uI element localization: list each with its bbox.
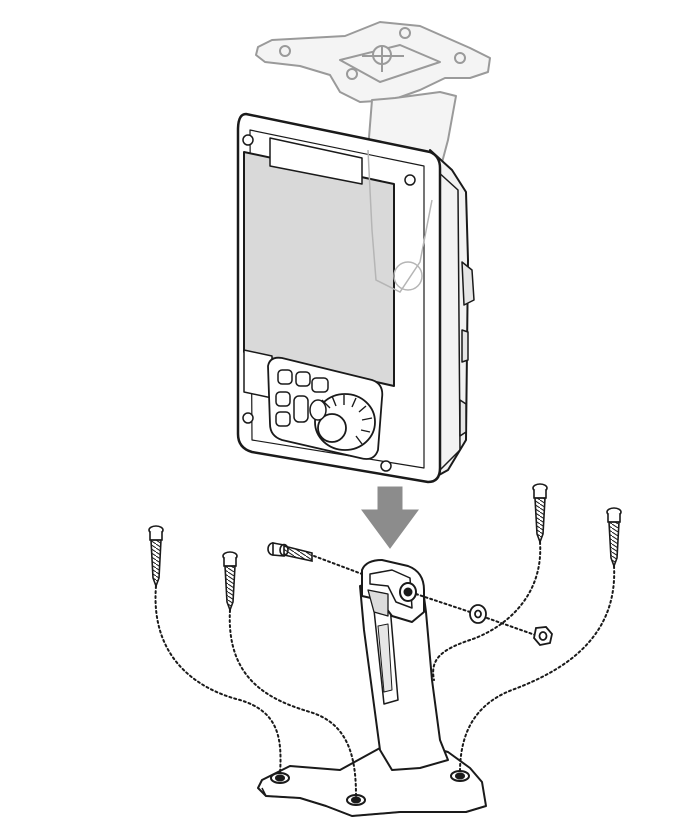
wood-screw-1 (149, 526, 163, 586)
wood-screw-3 (533, 484, 547, 542)
guide-screw-4 (460, 566, 614, 772)
arrow-down-icon (362, 487, 418, 548)
hex-nut-icon (534, 627, 552, 645)
wood-screw-2 (223, 552, 237, 610)
wood-screw-4 (607, 508, 621, 566)
guide-screw-1 (156, 586, 281, 774)
display-unit (238, 114, 474, 482)
pedestal-mount (258, 560, 486, 816)
guide-bolt (314, 556, 362, 574)
washer-icon (470, 605, 486, 623)
pivot-bolt (268, 543, 312, 561)
guide-screw-3 (433, 542, 540, 680)
